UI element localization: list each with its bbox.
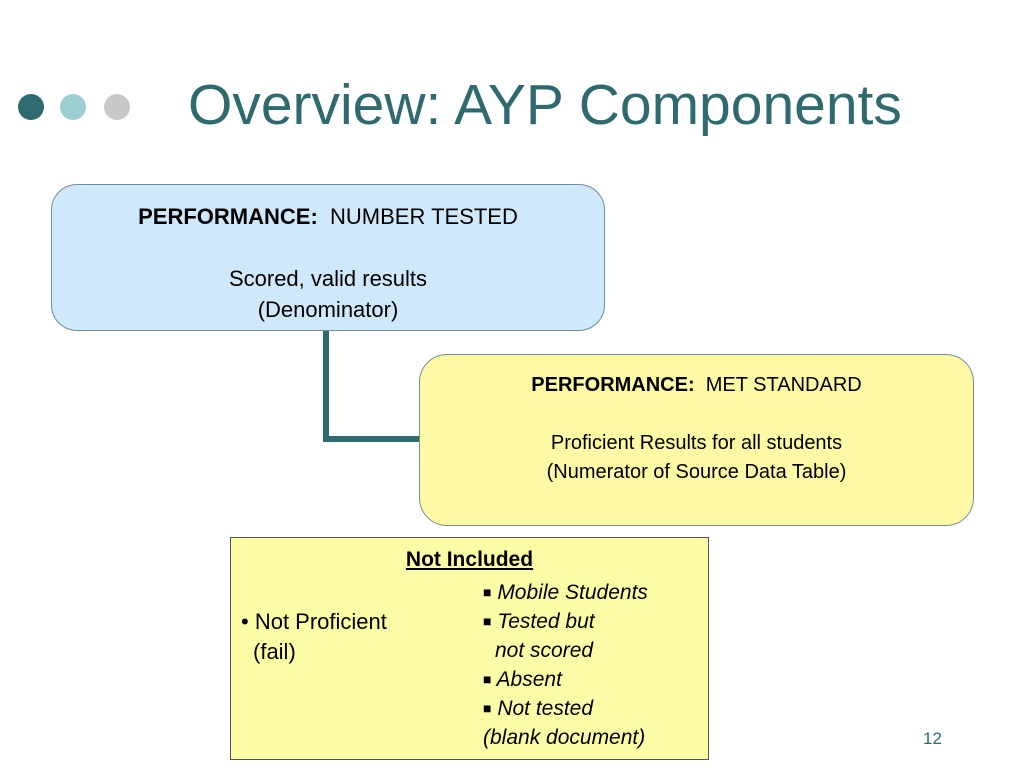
right-item-label: Tested but — [497, 610, 595, 633]
met-standard-box: PERFORMANCE: MET STANDARD Proficient Res… — [419, 354, 974, 526]
number-tested-label: PERFORMANCE: — [138, 204, 318, 229]
right-item-label: Mobile Students — [497, 581, 648, 604]
not-included-box: Not Included • Not Proficient (fail) ■ M… — [230, 537, 709, 760]
right-item-label: Absent — [496, 668, 562, 691]
connector-vertical — [323, 331, 329, 442]
number-tested-box: PERFORMANCE: NUMBER TESTED Scored, valid… — [51, 184, 605, 331]
square-bullet-icon: ■ — [483, 584, 492, 600]
list-item: ■ Mobile Students — [483, 578, 648, 607]
met-standard-line1: Proficient Results for all students — [550, 432, 843, 454]
list-item: ■ Tested but — [483, 607, 648, 636]
list-item-continuation: (fail) — [253, 639, 296, 664]
met-standard-line2: (Numerator of Source Data Table) — [546, 461, 847, 483]
right-item-label: Not tested — [497, 697, 594, 720]
list-item: • Not Proficient — [241, 607, 387, 637]
square-bullet-icon: ■ — [483, 671, 492, 687]
number-tested-heading: NUMBER TESTED — [330, 204, 518, 229]
number-tested-header: PERFORMANCE: NUMBER TESTED — [52, 201, 604, 232]
met-standard-heading: MET STANDARD — [705, 374, 862, 396]
number-tested-line1: Scored, valid results — [228, 266, 428, 291]
list-item: ■ Not tested — [483, 694, 648, 723]
left-item-label: Not Proficient — [254, 609, 387, 634]
bullet-icon: • — [241, 609, 249, 634]
decorative-dot-dark — [18, 94, 44, 120]
not-included-left-list: • Not Proficient (fail) — [241, 607, 387, 667]
met-standard-header: PERFORMANCE: MET STANDARD — [420, 371, 973, 400]
not-included-heading: Not Included — [405, 548, 534, 571]
met-standard-label: PERFORMANCE: — [531, 374, 695, 396]
square-bullet-icon: ■ — [483, 613, 492, 629]
list-item-continuation: (blank document) — [483, 726, 646, 749]
list-item-continuation: not scored — [495, 639, 594, 662]
list-item: ■ Absent — [483, 665, 648, 694]
page-number: 12 — [923, 729, 942, 748]
slide-title: Overview: AYP Components — [188, 73, 902, 137]
connector-horizontal — [323, 436, 420, 442]
decorative-dot-gray — [104, 94, 130, 120]
not-included-right-list: ■ Mobile Students ■ Tested but not score… — [483, 578, 648, 752]
decorative-dot-light — [60, 94, 86, 120]
number-tested-line2: (Denominator) — [257, 297, 399, 322]
square-bullet-icon: ■ — [483, 700, 492, 716]
